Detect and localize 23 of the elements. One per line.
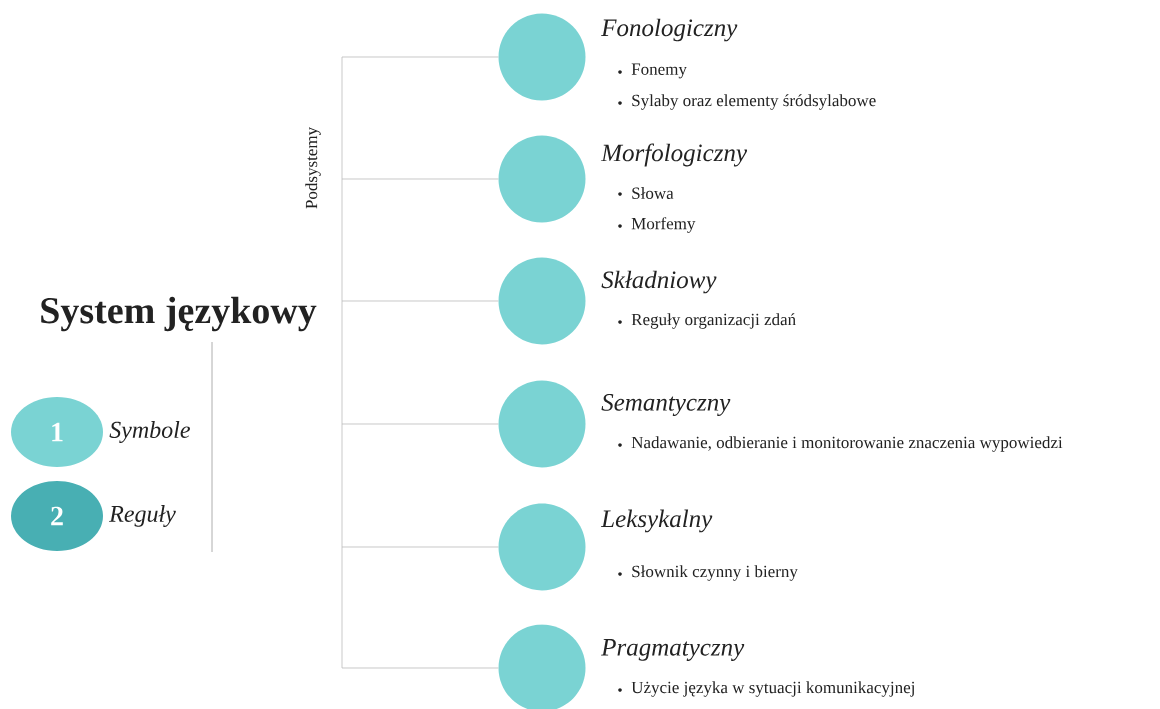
title: System językowy bbox=[41, 296, 317, 332]
list-item: Morfemy bbox=[618, 217, 696, 233]
list-item: Fonemy bbox=[618, 63, 687, 79]
heading: Składniowy bbox=[601, 270, 717, 294]
list-item: Sylaby oraz elementy śródsylabowe bbox=[618, 94, 876, 110]
circle bbox=[498, 13, 586, 101]
heading: Pragmatyczny bbox=[601, 639, 745, 661]
item-label: Reguły bbox=[109, 505, 176, 527]
heading: Fonologiczny bbox=[601, 18, 738, 42]
circle bbox=[498, 380, 586, 468]
circle bbox=[498, 257, 586, 345]
heading: Leksykalny bbox=[600, 509, 713, 533]
circle bbox=[498, 135, 586, 223]
list-item: Nadawanie, odbieranie i monitorowanie znaczenia wypowiedzi bbox=[618, 436, 1063, 452]
heading: Semantyczny bbox=[601, 394, 731, 416]
circle bbox=[498, 503, 586, 591]
list-item: Użycie języka w sytuacji komunikacyjnej bbox=[618, 681, 914, 697]
item-label: Symbole bbox=[109, 421, 190, 443]
axis-label: Podsystemy bbox=[305, 126, 321, 209]
list-item: Słowa bbox=[618, 187, 674, 199]
heading: Morfologiczny bbox=[600, 143, 748, 167]
list-item: Reguły organizacji zdań bbox=[618, 313, 796, 329]
list-item: Słownik czynny i bierny bbox=[618, 565, 798, 581]
